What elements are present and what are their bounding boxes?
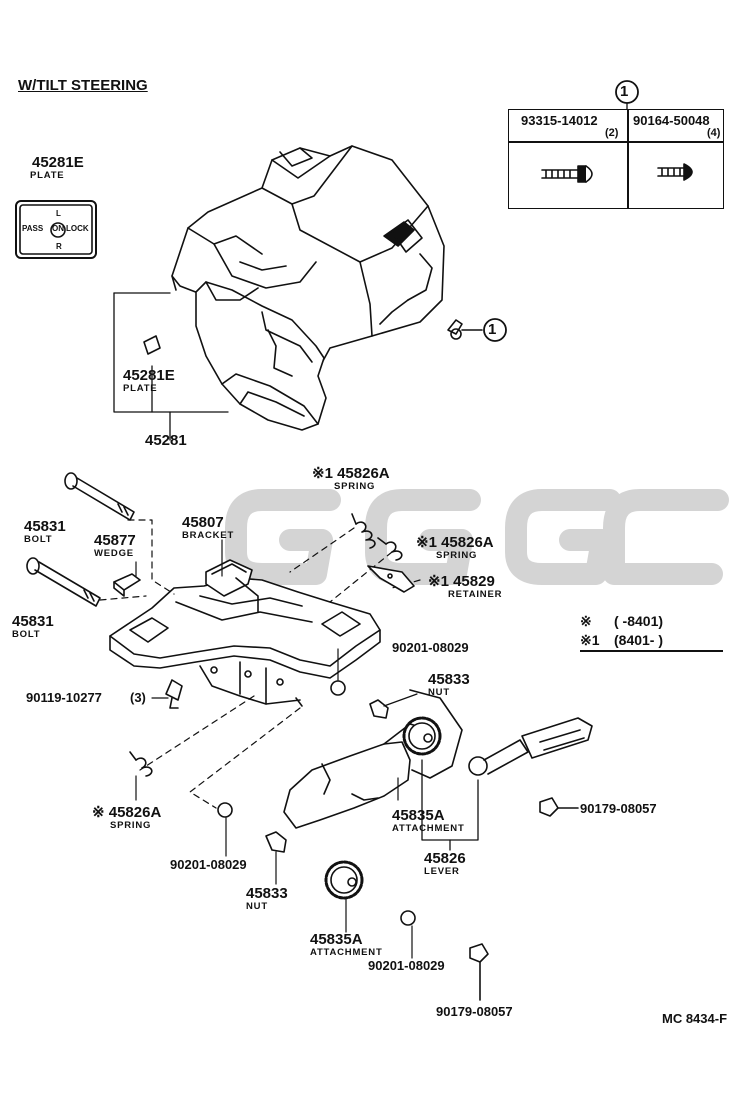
lever-leader [421,759,479,851]
callout-nut-bottom-part: 90179-08057 [436,1004,513,1019]
callout-spring-low-part: ※ 45826A [92,804,162,821]
small-bolt-drawing [165,679,183,709]
callout-wedge-name: WEDGE [94,548,134,559]
table-divider-vertical [627,110,629,208]
legend-text-1: ( -8401) [614,613,664,629]
callout-bracket-part: 45807 [182,514,224,531]
table-screw-left [541,165,593,183]
callout-lever-part: 45826 [424,850,466,867]
callout-wedge-part: 45877 [94,532,136,549]
callout-nut-lower-part: 45833 [246,885,288,902]
callout-plate-mid-part: 45281E [123,367,175,384]
table-screw-right [657,163,693,181]
plate-symbol-top: L [56,209,62,218]
callout-bolt-lower-part: 45831 [12,613,54,630]
retainer-drawing [367,565,415,593]
callout-washer-mid-part: 90201-08029 [170,857,247,872]
production-date-legend: ※ ( -8401) ※1 (8401- ) [580,612,723,652]
callout-nut-right-part: 90179-08057 [580,801,657,816]
column-cover-lower [143,281,327,431]
callout-retainer-part: ※1 45829 [428,573,495,590]
legend-underline [580,650,723,652]
ref-number-cover: 1 [488,321,497,338]
callout-bolt-upper-part: 45831 [24,518,66,535]
screw-ref-1 [447,319,483,340]
callout-bolt-lower-name: BOLT [12,629,41,640]
callout-spring-mid-part: ※1 45826A [416,534,494,551]
spring-top-drawing [351,513,376,549]
fastener-qty-1: (2) [605,127,619,139]
nut-right-drawing [539,797,579,817]
washer-mid-drawing [217,802,233,818]
spring-low-drawing [129,751,153,777]
callout-attachment-upper-name: ATTACHMENT [392,823,465,834]
callout-leaders [135,539,418,959]
spring-mid-drawing [377,537,403,561]
plate-symbol-passenger: PASS [22,224,44,233]
legend-text-2: (8401- ) [614,632,664,648]
fastener-part-number-1: 93315-14012 [521,113,598,128]
callout-bolt-upper-name: BOLT [24,534,53,545]
plate-symbol-on: ON [52,224,64,233]
callout-nut-upper-part: 45833 [428,671,470,688]
table-divider-horizontal [509,141,723,143]
plate-symbol-lock: LOCK [66,224,89,233]
nut-bottom-drawing [469,943,489,1001]
callout-nut-upper-name: NUT [428,687,450,698]
legend-row-2: ※1 (8401- ) [580,631,723,650]
bolt-upper-drawing [64,472,135,521]
callout-retainer-name: RETAINER [448,589,503,600]
callout-attachment-lower-part: 45835A [310,931,363,948]
washer-lower-drawing [400,910,416,926]
callout-bracket-name: BRACKET [182,530,235,541]
nut-lower-drawing [265,831,287,853]
ref-circle-table [615,80,639,104]
ref-circle-cover [483,318,507,342]
callout-attachment-lower-name: ATTACHMENT [310,947,383,958]
plate-symbol-bottom: R [56,242,63,251]
bolt-lower-drawing [26,557,101,607]
plate-symbol-box [15,200,97,259]
attachment-lower-drawing [324,860,364,900]
nut-upper-drawing [369,699,389,719]
callout-spring-top-name: SPRING [334,481,376,492]
diagram-code: MC 8434-F [662,1011,728,1026]
callout-lever-name: LEVER [424,866,460,877]
callout-plate-mid-name: PLATE [123,383,158,394]
tilt-sub-bracket [283,689,463,829]
dashed-leaders [99,519,421,809]
attachment-upper-drawing [402,716,442,756]
callout-cover-part: 45281 [145,432,187,449]
callout-nut-lower-name: NUT [246,901,268,912]
callout-spring-top-part: ※1 45826A [312,465,390,482]
callout-plate-top-name: PLATE [30,170,65,181]
callout-spring-mid-name: SPRING [436,550,478,561]
callout-plate-top-part: 45281E [32,154,84,171]
cover-leader-lines [113,292,229,441]
washer-upper-drawing [330,680,346,696]
callout-bolt-small-qty: (3) [130,690,146,705]
fastener-qty-2: (4) [707,127,721,139]
fastener-part-number-2: 90164-50048 [633,113,710,128]
callout-bolt-small-part: 90119-10277 [26,690,102,705]
page-title: W/TILT STEERING [18,77,148,94]
legend-mark-1: ※ [580,613,592,629]
lever-drawing [468,717,593,776]
callout-washer-lower-part: 90201-08029 [368,958,445,973]
callout-attachment-upper-part: 45835A [392,807,445,824]
callout-spring-low-name: SPRING [110,820,152,831]
callout-washer-upper-part: 90201-08029 [392,640,469,655]
fastener-table: 93315-14012 (2) 90164-50048 (4) [508,109,724,209]
legend-mark-2: ※1 [580,632,600,648]
legend-row-1: ※ ( -8401) [580,612,723,631]
wedge-drawing [113,573,141,597]
ref-number-table: 1 [620,83,629,100]
tilt-bracket [109,559,381,707]
